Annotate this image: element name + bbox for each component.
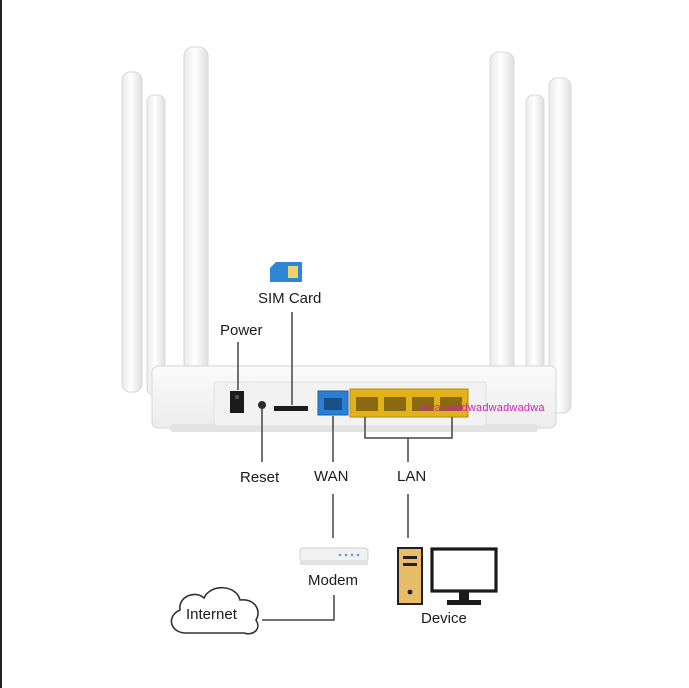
reset-hole xyxy=(258,401,266,409)
device-label: Device xyxy=(421,610,467,627)
antenna xyxy=(548,77,572,414)
antenna xyxy=(146,94,166,396)
sim-card-label: SIM Card xyxy=(258,290,322,307)
antenna xyxy=(183,46,209,388)
modem-internet-line xyxy=(262,595,335,621)
frame-edge xyxy=(0,0,2,688)
lan-port xyxy=(356,397,378,411)
pc-tower-icon xyxy=(397,547,423,605)
antennas-left xyxy=(121,46,209,396)
antenna xyxy=(489,51,515,388)
lan-label: LAN xyxy=(397,468,427,485)
monitor-icon xyxy=(430,547,498,605)
reset-label: Reset xyxy=(240,469,280,486)
watermark-text: dwadwadwadwadwadwa xyxy=(420,402,545,414)
wan-port xyxy=(317,390,349,416)
antenna xyxy=(525,94,545,401)
lan-port xyxy=(440,397,462,411)
lan-port xyxy=(384,397,406,411)
power-label: Power xyxy=(220,322,263,339)
sim-card-icon xyxy=(270,262,302,282)
lan-port xyxy=(412,397,434,411)
antenna xyxy=(121,71,143,393)
lan-ports xyxy=(349,388,469,418)
cloud-icon xyxy=(170,586,259,635)
sim-slot xyxy=(274,406,308,411)
internet-label: Internet xyxy=(186,606,237,623)
antennas-right xyxy=(489,51,572,414)
power-jack xyxy=(230,391,244,413)
modem-icon xyxy=(299,547,369,565)
wan-label: WAN xyxy=(314,468,349,485)
modem-label: Modem xyxy=(308,572,359,589)
leader-lines xyxy=(237,312,453,621)
